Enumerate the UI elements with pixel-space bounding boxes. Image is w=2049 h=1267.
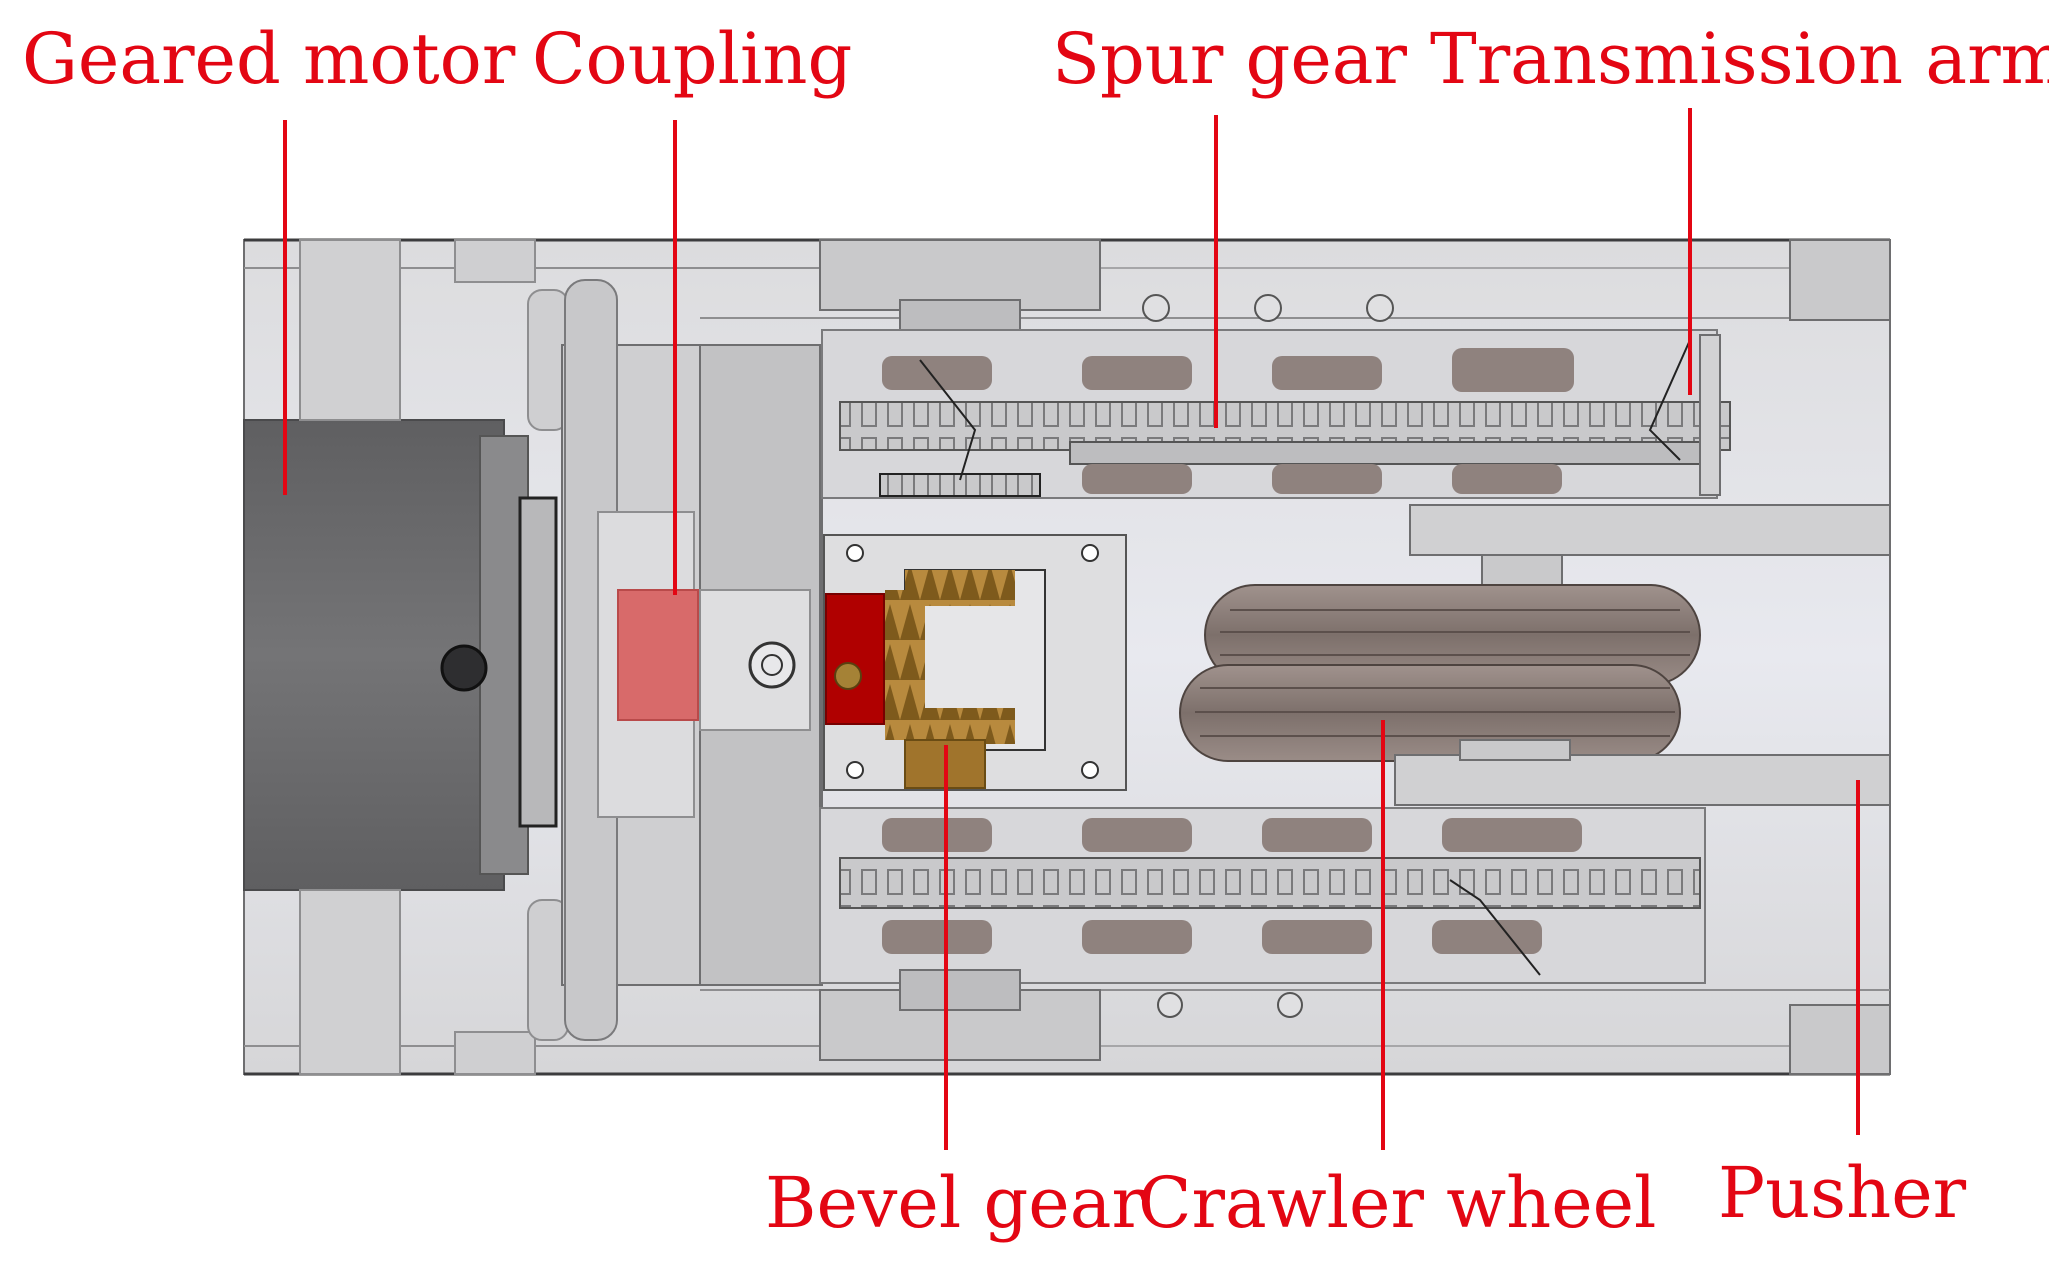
- transmission-arm: [1409, 239, 1891, 586]
- label-pusher: Pusher: [1718, 1152, 1967, 1234]
- label-spur-gear: Spur gear: [1052, 18, 1407, 100]
- label-coupling: Coupling: [532, 18, 853, 100]
- leader-lines: [283, 108, 1860, 1150]
- label-bevel-gear: Bevel gear: [765, 1162, 1145, 1244]
- coupling-part: [617, 589, 699, 721]
- label-geared-motor: Geared motor: [22, 18, 516, 100]
- geared-motor-body: [243, 239, 569, 1075]
- crawler-wheel: [1179, 584, 1701, 762]
- pusher: [1394, 739, 1891, 1075]
- bevel-gear-assembly: [823, 534, 1127, 791]
- coupling-flange: [561, 279, 823, 1041]
- upper-gear-train: [819, 239, 1731, 499]
- label-transmission-arm: Transmission arm: [1430, 18, 2049, 100]
- lower-gear-train: [819, 807, 1706, 1061]
- label-crawler-wheel: Crawler wheel: [1138, 1162, 1657, 1244]
